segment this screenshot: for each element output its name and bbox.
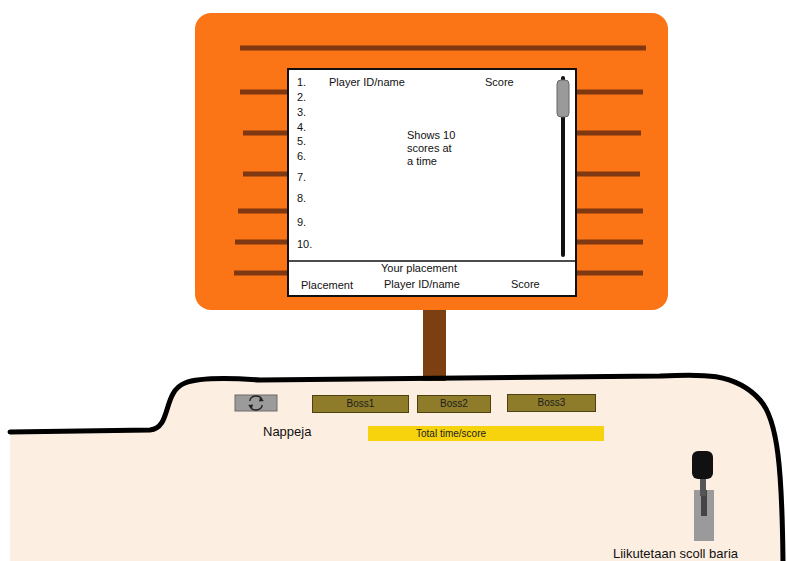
plank-line bbox=[576, 172, 640, 177]
plank-line bbox=[576, 240, 643, 245]
button-label: Boss3 bbox=[538, 397, 566, 409]
rank-number: 7. bbox=[297, 171, 306, 184]
refresh-arrowhead bbox=[248, 405, 253, 409]
rank-number: 1. bbox=[297, 76, 306, 89]
column-header: Placement bbox=[301, 279, 353, 292]
refresh-button bbox=[235, 395, 277, 411]
refresh-arrowhead bbox=[259, 398, 264, 402]
total-score-bar: Total time/score bbox=[368, 426, 604, 441]
boss-button: Boss3 bbox=[507, 394, 596, 412]
column-header: Player ID/name bbox=[384, 278, 460, 291]
plank-line bbox=[576, 209, 643, 214]
ground-fill bbox=[10, 375, 783, 561]
plank-line bbox=[234, 271, 288, 276]
plank-line bbox=[238, 209, 288, 214]
column-header: Score bbox=[511, 278, 540, 291]
lever-note: Liikutetaan scoll baria bbox=[613, 546, 738, 561]
column-header: Score bbox=[485, 76, 514, 89]
plank-line bbox=[576, 131, 641, 136]
rank-number: 5. bbox=[297, 135, 306, 148]
plank-line bbox=[243, 172, 288, 177]
panel-note: Shows 10 scores at a time bbox=[407, 129, 457, 168]
scrollbar-thumb bbox=[557, 80, 569, 117]
rank-number: 3. bbox=[297, 106, 306, 119]
leaderboard-sign bbox=[195, 13, 668, 310]
panel-divider bbox=[289, 260, 575, 262]
rank-number: 2. bbox=[297, 91, 306, 104]
plank-line bbox=[243, 131, 288, 136]
buttons-note: Nappeja bbox=[263, 424, 311, 439]
button-label: Boss1 bbox=[347, 398, 375, 410]
lever-base bbox=[694, 490, 714, 541]
plank-line bbox=[235, 240, 288, 245]
boss-button: Boss2 bbox=[417, 395, 491, 413]
plank-line bbox=[240, 46, 646, 51]
plank-line bbox=[576, 90, 643, 95]
plank-line bbox=[576, 271, 643, 276]
rank-number: 9. bbox=[297, 216, 306, 229]
leaderboard-panel: Your placementPlacementPlayer ID/nameSco… bbox=[287, 68, 577, 297]
button-label: Total time/score bbox=[416, 428, 486, 440]
row-heading: Your placement bbox=[381, 262, 457, 275]
lever-knob bbox=[692, 451, 713, 479]
rank-number: 6. bbox=[297, 150, 306, 163]
column-header: Player ID/name bbox=[329, 76, 405, 89]
ground-outline bbox=[10, 375, 783, 561]
sign-post bbox=[423, 310, 446, 381]
rank-number: 10. bbox=[297, 238, 312, 251]
rank-number: 8. bbox=[297, 192, 306, 205]
plank-line bbox=[240, 90, 288, 95]
scrollbar-track bbox=[561, 78, 565, 255]
boss-button: Boss1 bbox=[312, 395, 409, 413]
rank-number: 4. bbox=[297, 121, 306, 134]
button-label: Boss2 bbox=[440, 398, 468, 410]
own-placement-row: Your placementPlacement Player ID/name Sco… bbox=[289, 262, 575, 295]
